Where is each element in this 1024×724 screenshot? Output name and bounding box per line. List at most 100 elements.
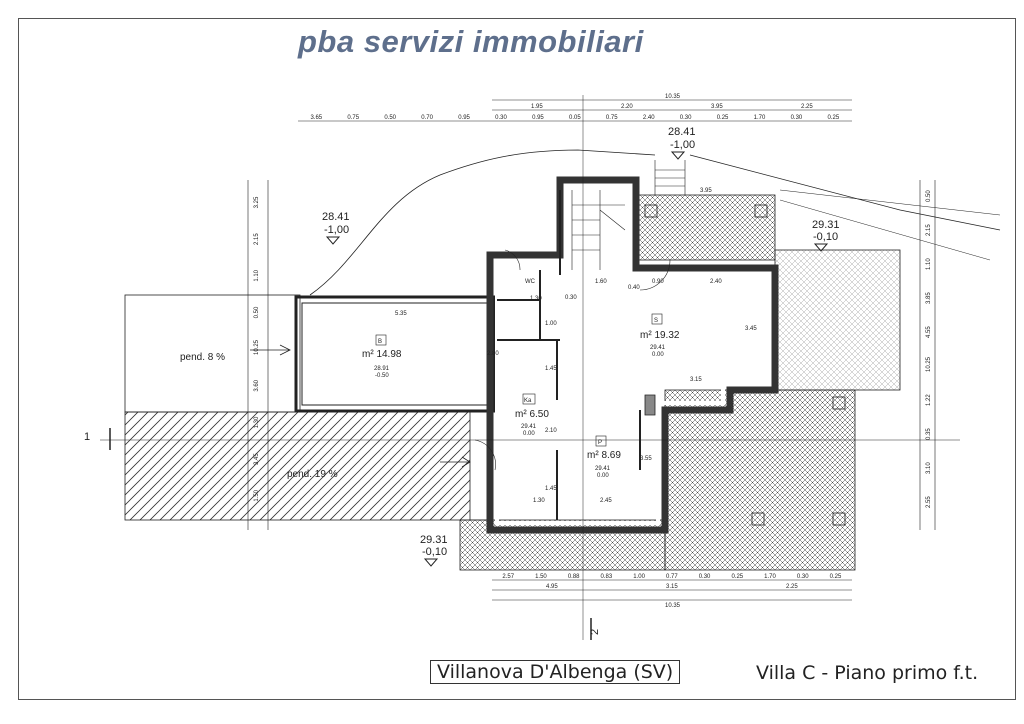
- dimension-label: 0.25: [828, 115, 840, 121]
- dimension-label: 3.10: [926, 462, 932, 474]
- dimension-label: 0.88: [568, 574, 580, 580]
- dimension-label: 1.70: [754, 115, 766, 121]
- svg-text:m² 8.69: m² 8.69: [587, 450, 621, 461]
- dim-top-total: 10.35: [665, 94, 681, 100]
- dimension-label: 3.25: [254, 196, 260, 208]
- dimension-label: 2.57: [502, 574, 514, 580]
- dimension-label: 1.00: [545, 321, 557, 327]
- dimension-label: 0.30: [565, 295, 577, 301]
- svg-text:0.00: 0.00: [597, 473, 609, 479]
- dimension-label: 0.95: [532, 115, 544, 121]
- dimension-label: 1.95: [531, 104, 543, 110]
- dimension-label: 4.95: [546, 584, 558, 590]
- section-mark-1: 1: [84, 431, 90, 443]
- driveway-hatch: [124, 411, 471, 521]
- dimension-label: 0.05: [569, 115, 581, 121]
- dimension-label: 1.30: [254, 416, 260, 428]
- room-P: P m² 8.69 29.41 0.00: [587, 435, 621, 479]
- dimension-label: 1.00: [633, 574, 645, 580]
- terrain-line: [309, 149, 1001, 296]
- svg-text:29.31: 29.31: [812, 219, 840, 231]
- dimension-label: 1.70: [764, 574, 776, 580]
- location-label: Villanova D'Albenga (SV): [430, 660, 681, 684]
- dimension-label: 1.10: [926, 258, 932, 270]
- level-marker: 29.31-0,10: [812, 219, 840, 252]
- dimension-label: 0.30: [699, 574, 711, 580]
- dimension-label: 3.95: [700, 188, 712, 194]
- dimension-label: 3.45: [254, 453, 260, 465]
- lower-terrace: [664, 389, 856, 571]
- dimension-label: 0.50: [926, 190, 932, 202]
- dimension-label: 1.50: [254, 489, 260, 501]
- dimension-label: 1.50: [535, 574, 547, 580]
- svg-text:-1,00: -1,00: [324, 224, 349, 236]
- svg-text:0.00: 0.00: [523, 431, 535, 437]
- dimension-label: 0.75: [347, 115, 359, 121]
- dimension-label: 1.30: [530, 296, 542, 302]
- svg-text:28.41: 28.41: [668, 126, 696, 138]
- company-title: pba servizi immobiliari: [298, 24, 644, 59]
- dimension-label: 0.30: [495, 115, 507, 121]
- svg-text:-0,10: -0,10: [422, 546, 447, 558]
- room-B: B m² 14.98 28.91 -0.50: [362, 334, 402, 379]
- sheet-title: Villa C - Piano primo f.t.: [756, 662, 979, 684]
- dimension-label: 2.15: [926, 224, 932, 236]
- drawing-frame: [18, 18, 1016, 700]
- dimension-label: 2.15: [254, 233, 260, 245]
- dimension-label: 0.77: [666, 574, 678, 580]
- dimension-label: 1.45: [545, 486, 557, 492]
- dimension-label: 2.25: [801, 104, 813, 110]
- dimension-label: 2.80: [487, 351, 499, 357]
- level-marker: 29.31-0,10: [420, 534, 448, 567]
- svg-text:P: P: [598, 440, 602, 446]
- dimension-label: 3.15: [690, 377, 702, 383]
- svg-text:0.00: 0.00: [652, 352, 664, 358]
- dimension-label: 0.35: [926, 428, 932, 440]
- dimension-label: 1.60: [595, 279, 607, 285]
- room-S: S m² 19.32 29.41 0.00: [640, 313, 680, 358]
- slope-label: pend. 19 %: [287, 469, 338, 480]
- dimension-label: 2.45: [600, 498, 612, 504]
- dimension-label: 2.40: [710, 279, 722, 285]
- svg-text:28.41: 28.41: [322, 211, 350, 223]
- dimension-label: 2.25: [786, 584, 798, 590]
- dimension-label: 0.25: [830, 574, 842, 580]
- dimension-label: 2.55: [926, 496, 932, 508]
- upper-terrace: [634, 194, 776, 261]
- svg-text:29.41: 29.41: [595, 466, 611, 472]
- dimension-label: 1.10: [254, 269, 260, 281]
- dimension-label: 2.40: [643, 115, 655, 121]
- dimension-label: 4.55: [926, 326, 932, 338]
- dimension-label: 3.60: [254, 379, 260, 391]
- dimension-label: 3.95: [711, 104, 723, 110]
- dimension-label: 3.45: [745, 326, 757, 332]
- dimension-label: 0.83: [601, 574, 613, 580]
- svg-text:-0,10: -0,10: [813, 231, 838, 243]
- dimension-label: 3.85: [926, 292, 932, 304]
- dimension-label: 0.90: [652, 279, 664, 285]
- dimension-label: 3.15: [666, 584, 678, 590]
- dimension-label: 2.20: [621, 104, 633, 110]
- dimension-label: 0.75: [606, 115, 618, 121]
- section-mark-2: 2: [589, 629, 601, 635]
- svg-text:B: B: [378, 339, 382, 345]
- dimension-label: 0.50: [254, 306, 260, 318]
- level-marker: 28.41-1,00: [668, 126, 696, 160]
- svg-text:m² 14.98: m² 14.98: [362, 349, 402, 360]
- svg-text:m² 19.32: m² 19.32: [640, 330, 680, 341]
- svg-text:-1,00: -1,00: [670, 139, 695, 151]
- svg-text:Ka: Ka: [524, 398, 532, 404]
- dimension-label: 5.35: [395, 311, 407, 317]
- dimension-label: 1.45: [545, 366, 557, 372]
- dimension-label: 0.25: [731, 574, 743, 580]
- slope-label: pend. 8 %: [180, 352, 225, 363]
- room-WC: WC: [525, 279, 536, 285]
- level-marker: 28.41-1,00: [322, 211, 350, 245]
- dimension-label: 0.25: [717, 115, 729, 121]
- dimension-label: 3.65: [310, 115, 322, 121]
- svg-text:29.31: 29.31: [420, 534, 448, 546]
- svg-text:29.41: 29.41: [650, 345, 666, 351]
- dimension-label: 10.25: [926, 356, 932, 372]
- svg-text:28.91: 28.91: [374, 366, 390, 372]
